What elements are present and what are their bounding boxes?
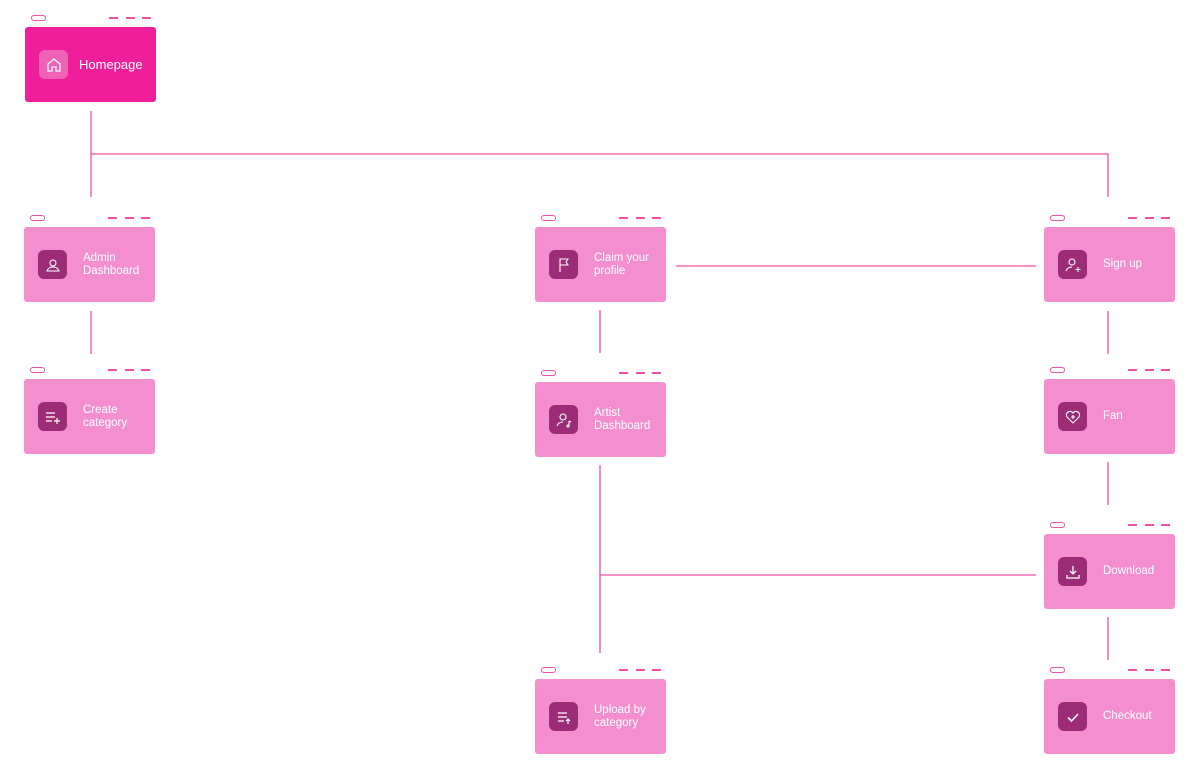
node-create-category[interactable]: Create category — [24, 367, 155, 454]
node-upload-by-category[interactable]: Upload by category — [535, 667, 666, 754]
window-header — [24, 367, 155, 377]
node-fan[interactable]: Fan — [1044, 367, 1175, 454]
node-label: Artist Dashboard — [594, 406, 651, 432]
node-label: Fan — [1103, 410, 1123, 422]
user-add-icon — [1058, 250, 1087, 279]
home-icon — [39, 50, 68, 79]
window-header — [1044, 522, 1175, 532]
node-checkout[interactable]: Checkout — [1044, 667, 1175, 754]
node-label: Admin Dashboard — [83, 251, 140, 277]
window-header — [1044, 667, 1175, 677]
window-header — [25, 15, 156, 25]
node-claim-profile[interactable]: Claim your profile — [535, 215, 666, 302]
window-header — [535, 667, 666, 677]
node-admin-dashboard[interactable]: Admin Dashboard — [24, 215, 155, 302]
window-header — [24, 215, 155, 225]
flag-icon — [549, 250, 578, 279]
list-add-icon — [38, 402, 67, 431]
node-sign-up[interactable]: Sign up — [1044, 215, 1175, 302]
edge-homepage-signup — [91, 153, 1109, 197]
check-icon — [1058, 702, 1087, 731]
window-header — [535, 370, 666, 380]
user-music-icon — [549, 405, 578, 434]
node-label: Upload by category — [594, 703, 646, 729]
node-label: Download — [1103, 565, 1155, 577]
window-header — [1044, 215, 1175, 225]
heart-plus-icon — [1058, 402, 1087, 431]
node-label: Create category — [83, 403, 128, 429]
download-icon — [1058, 557, 1087, 586]
node-artist-dashboard[interactable]: Artist Dashboard — [535, 370, 666, 457]
list-upload-icon — [549, 702, 578, 731]
user-icon — [38, 250, 67, 279]
node-label: Homepage — [79, 57, 143, 72]
node-label: Checkout — [1103, 710, 1152, 722]
node-homepage[interactable]: Homepage — [25, 15, 156, 102]
node-label: Claim your profile — [594, 251, 649, 277]
node-label: Sign up — [1103, 258, 1143, 270]
window-header — [535, 215, 666, 225]
node-download[interactable]: Download — [1044, 522, 1175, 609]
window-header — [1044, 367, 1175, 377]
